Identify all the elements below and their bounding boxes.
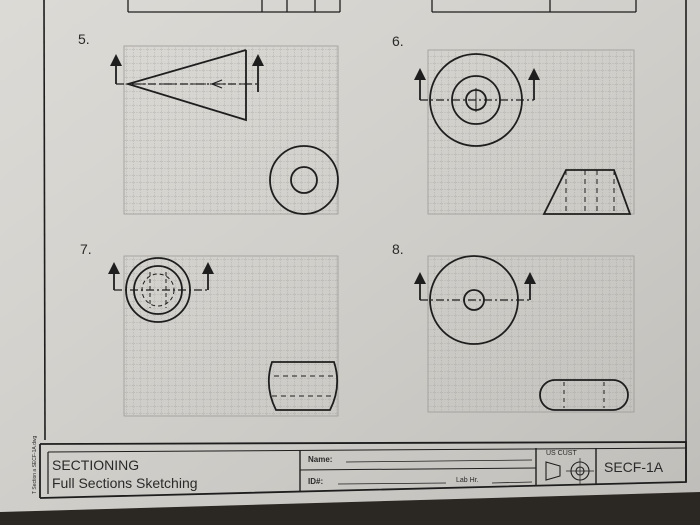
arrowhead-right	[252, 54, 264, 66]
arrowhead-right	[524, 272, 536, 284]
arrowhead-left	[414, 272, 426, 284]
sheet-border	[43, 0, 687, 482]
sketch-grid-7	[123, 255, 339, 417]
arrowhead-left	[108, 262, 120, 274]
third-angle-projection-symbol	[545, 458, 594, 484]
sketch-grid-5	[123, 45, 339, 215]
sheet-title: SECTIONING	[52, 457, 139, 473]
sheet-subtitle: Full Sections Sketching	[52, 475, 198, 491]
projection-label: US CUST	[546, 450, 577, 457]
arrowhead-left	[414, 68, 426, 80]
cone-outline	[124, 49, 247, 122]
arrowhead-right	[202, 262, 214, 274]
arrowhead-left	[110, 54, 122, 66]
lab-hour-label: Lab Hr.	[456, 477, 479, 484]
slot-front-view	[539, 379, 629, 411]
title-block: SECTIONING Full Sections Sketching Name:…	[32, 436, 687, 499]
problem-number-7: 7.	[80, 241, 92, 257]
cone-top-inner-circle	[290, 166, 318, 194]
name-label: Name:	[308, 455, 332, 464]
id-label: ID#:	[308, 477, 323, 486]
problem-number-5: 5.	[78, 31, 90, 47]
cone-top-outer-circle	[269, 145, 339, 215]
problem-number-8: 8.	[392, 241, 404, 257]
problem-5: 5.	[78, 31, 339, 215]
problem-number-6: 6.	[392, 33, 404, 49]
arrowhead-right	[528, 68, 540, 80]
problem-7: 7.	[80, 241, 339, 417]
frustum-front-view	[542, 169, 632, 215]
side-file-label: T Section a SECF-1A.dwg	[32, 436, 38, 494]
previous-problem-remnants	[127, 0, 637, 13]
sheet-code: SECF-1A	[604, 459, 664, 475]
problem-6: 6.	[392, 33, 635, 215]
barrel-front-view	[267, 361, 339, 411]
problem-8: 8.	[392, 241, 635, 413]
